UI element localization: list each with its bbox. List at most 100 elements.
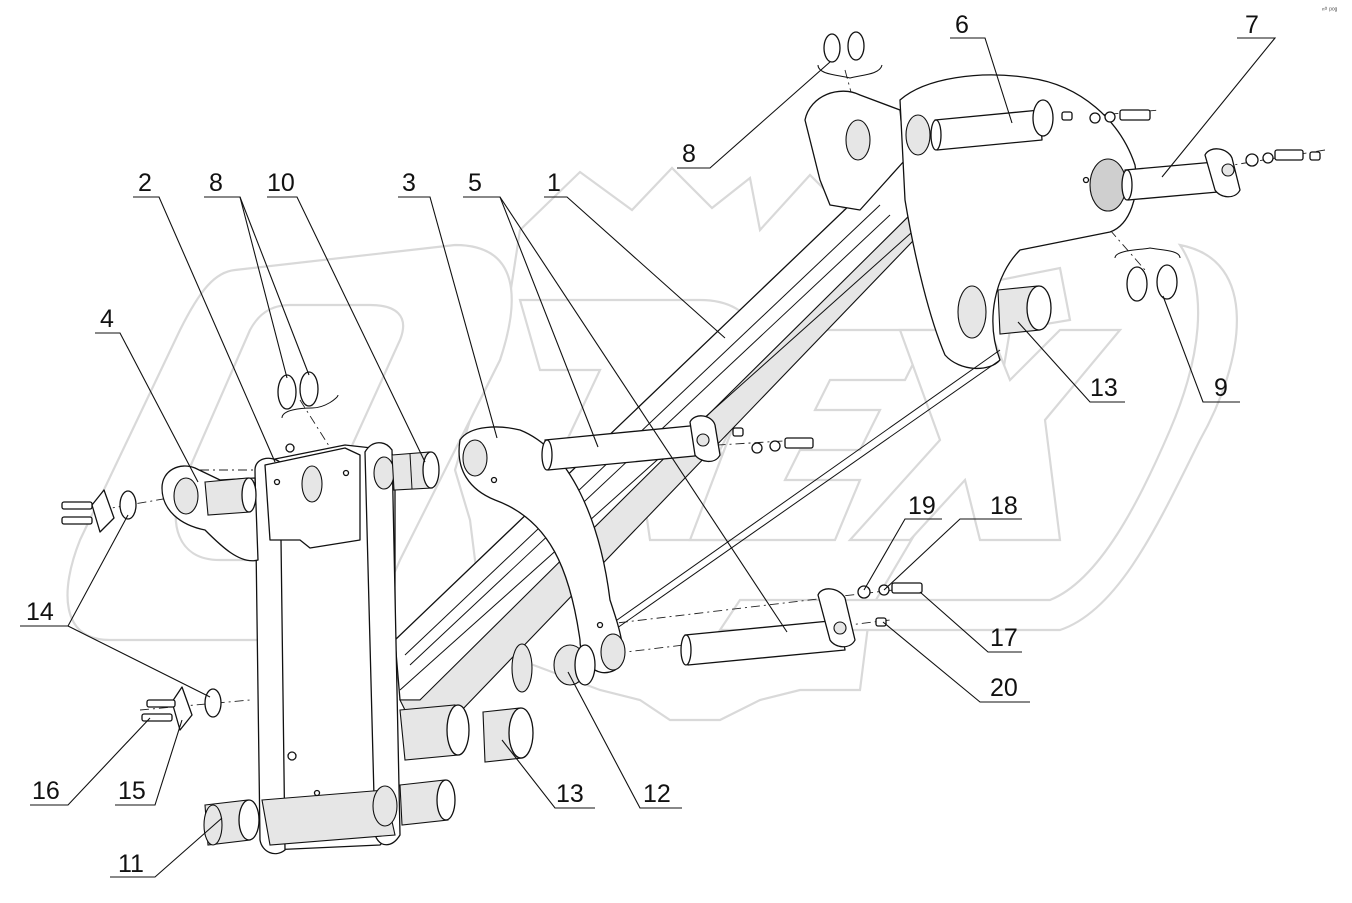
bushing-13-lower-back	[511, 643, 533, 693]
bushing-9-brace	[1114, 247, 1181, 259]
leader-2	[133, 196, 276, 463]
left-link-frame	[254, 442, 401, 855]
callout-16: 16	[32, 777, 60, 805]
bolt-16-upper-b	[61, 516, 93, 525]
pin-6-head	[1032, 99, 1054, 137]
curved-link-bottom-bore	[600, 633, 626, 671]
right-plate-bottom-bore	[957, 285, 987, 339]
fasteners	[61, 109, 1321, 731]
leader-19	[863, 518, 942, 591]
callout-20: 20	[990, 674, 1018, 702]
pin-7	[1124, 161, 1219, 201]
axis-line-right-bushings	[1109, 229, 1146, 271]
nut-19	[857, 585, 871, 599]
leader-17	[919, 591, 1022, 653]
grease-fitting-top-1	[1061, 111, 1073, 121]
leader-6	[950, 37, 1013, 124]
callout-7: 7	[1245, 11, 1259, 39]
grease-fitting-top-2	[1309, 151, 1321, 161]
leader-11	[110, 817, 223, 878]
washer-top-4	[1262, 152, 1274, 164]
watermark-x	[847, 328, 1123, 542]
leader-1	[544, 196, 726, 339]
bushing-11-end	[238, 799, 260, 841]
leader-9	[1162, 295, 1240, 403]
left-bracket-part-4	[161, 465, 259, 562]
right-plate-mid-bore	[1089, 158, 1127, 212]
callout-13-lower: 13	[556, 780, 584, 808]
leader-16	[30, 717, 151, 806]
leader-10	[267, 196, 426, 463]
bushing-12-ring	[574, 644, 596, 686]
washer-center	[751, 442, 763, 454]
sleeve-groove	[409, 453, 413, 490]
right-plate-top-bore	[905, 114, 931, 156]
left-frame-nut-2	[287, 751, 297, 761]
callout-18: 18	[990, 492, 1018, 520]
watermark-logo	[66, 166, 1238, 722]
leader-13b	[501, 739, 595, 809]
bushing-lower-center-end	[446, 704, 470, 756]
callout-9: 9	[1214, 374, 1228, 402]
bushing-9-a	[1126, 266, 1148, 302]
callout-8-left: 8	[209, 169, 223, 197]
leader-14-b	[67, 625, 211, 698]
bushing-8-left-b	[299, 371, 319, 407]
left-frame-lower-bore	[372, 785, 398, 827]
callout-12: 12	[643, 780, 671, 808]
curved-link-hole	[490, 476, 498, 484]
leader-3	[398, 196, 498, 439]
washer-top-3	[1245, 153, 1259, 167]
curved-link-part-3	[458, 426, 626, 674]
left-frame-front-plate	[254, 457, 286, 855]
grease-fitting-center	[732, 427, 744, 437]
leader-15	[115, 719, 183, 806]
bushing-13-lower-end	[508, 707, 534, 759]
sleeve-part-10	[391, 451, 440, 491]
callout-6: 6	[955, 11, 969, 39]
left-frame-hole-1	[273, 478, 281, 486]
leader-20	[882, 621, 1030, 703]
pin-6-tail	[930, 119, 942, 151]
left-bracket-bore	[173, 477, 199, 515]
callout-2: 2	[138, 169, 152, 197]
callout-8-top: 8	[682, 140, 696, 168]
leader-4	[95, 332, 199, 483]
curved-link-top-bore	[462, 439, 488, 477]
bushing-lower-right-end	[436, 779, 456, 821]
leader-5-b	[499, 196, 788, 633]
washer-center-2	[769, 440, 781, 452]
sleeve-end	[422, 451, 440, 489]
retaining-cap-14-upper	[119, 490, 137, 520]
callout-13-upper: 13	[1090, 374, 1118, 402]
left-frame-hole-2	[342, 469, 350, 477]
callout-5: 5	[468, 169, 482, 197]
washer-top-2	[1104, 111, 1116, 123]
retaining-plate-15-upper	[91, 489, 115, 533]
bushing-9-b	[1156, 264, 1178, 300]
retaining-plate-15-lower	[171, 686, 193, 731]
bolt-top-1	[1119, 109, 1151, 121]
bolt-center	[784, 437, 814, 449]
leader-7	[1161, 37, 1277, 178]
pin-5-upper-plate-hole	[696, 433, 710, 447]
pin-7-tail	[1121, 169, 1133, 201]
leader-18	[883, 518, 1022, 591]
leader-8a	[677, 61, 831, 169]
bolt-16-lower-a	[146, 699, 176, 708]
pins	[541, 99, 1241, 666]
bolt-top-2	[1274, 149, 1304, 161]
retaining-cap-14-lower	[204, 688, 222, 718]
bushing-13-upper-end	[1026, 285, 1052, 331]
left-frame-hole-3	[313, 789, 321, 797]
pin-5-lower-plate	[817, 588, 856, 648]
bushing-11-bore	[203, 804, 223, 846]
callout-15: 15	[118, 777, 146, 805]
callout-3: 3	[402, 169, 416, 197]
callout-1: 1	[547, 169, 561, 197]
pin-5-lower-plate-hole	[833, 621, 847, 635]
pin-5-upper-tail	[541, 439, 553, 471]
bushing-8-left-a	[277, 374, 297, 410]
